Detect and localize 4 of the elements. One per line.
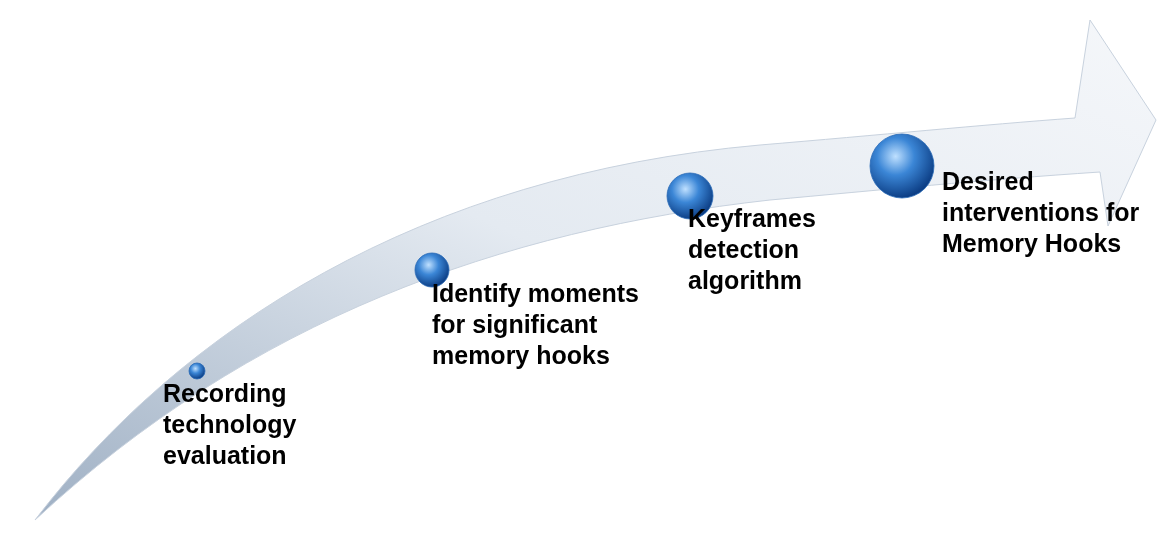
milestone-label: Desired interventions for Memory Hooks [942, 166, 1141, 259]
milestone-label: Recording technology evaluation [163, 378, 298, 471]
milestone-label: Keyframes detection algorithm [688, 203, 817, 296]
milestone-label: Identify moments for significant memory hooks [432, 278, 640, 371]
